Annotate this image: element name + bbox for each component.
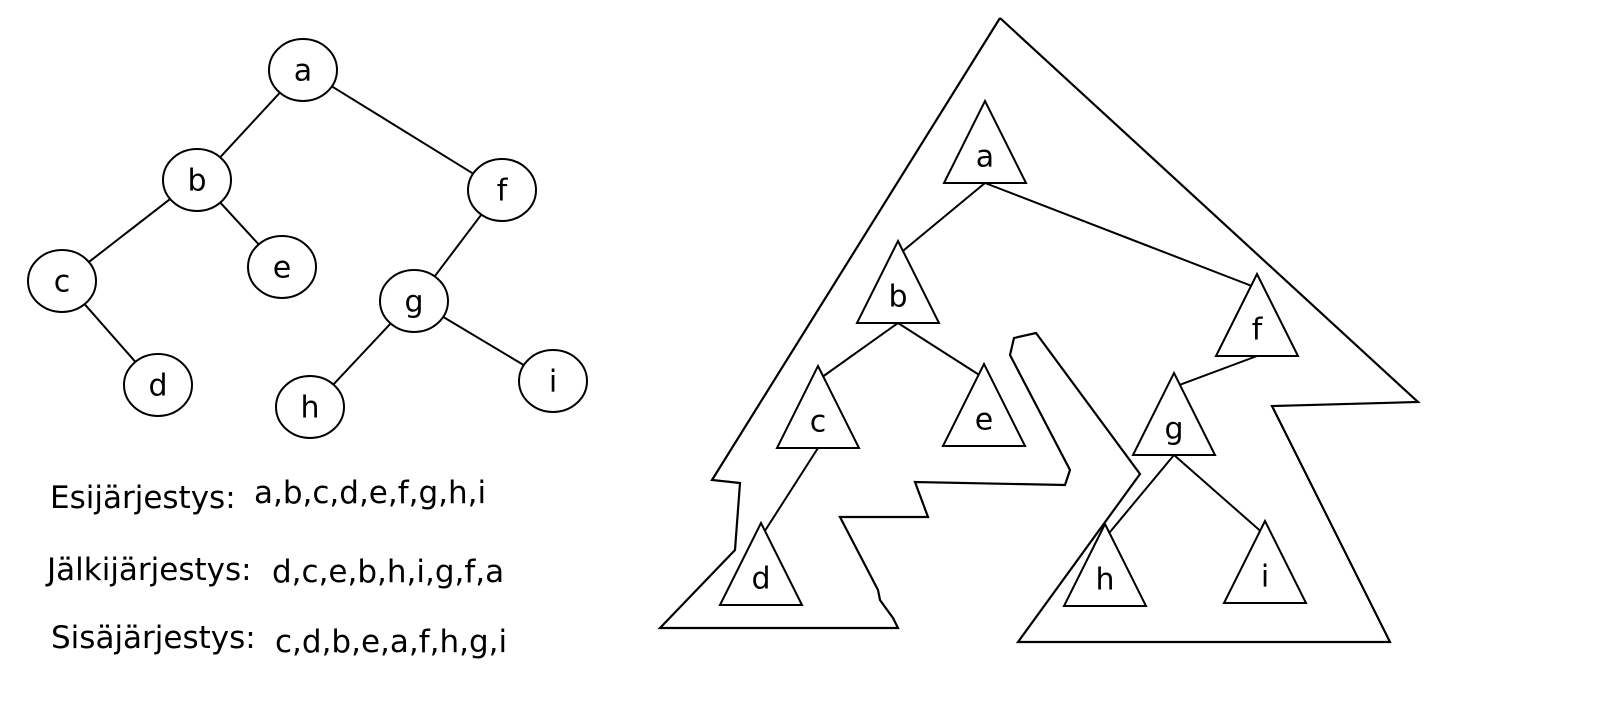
tree-node-h: h [275,375,345,439]
node-label: a [976,140,994,175]
tree-node-f: f [467,158,537,222]
tree-edge-a-f [327,83,478,177]
triangle-edge-c-d [760,447,819,538]
triangle-edge-g-i [1173,454,1266,536]
node-circle [247,235,317,299]
node-circle [123,353,193,417]
tree-node-e: e [247,235,317,299]
node-circle [268,38,338,102]
tree-edge-b-c [85,195,174,266]
tree-edge-b-e [216,199,263,248]
tree-node-b: b [162,148,232,212]
triangle-node-a: a [942,98,1028,184]
node-label: b [888,280,907,315]
tree-edge-f-g [431,210,485,281]
node-label: c [810,405,827,440]
node-label: i [549,365,557,400]
tree-edge-g-i [439,313,528,369]
triangle-node-b: b [855,238,941,324]
traversal-list: Esijärjestys: a,b,c,d,e,f,g,h,iJälkijärje… [45,475,507,660]
tree-node-i: i [518,349,588,413]
node-label: d [751,562,770,597]
triangle-tree: a b c d e f g h i [657,17,1421,644]
node-triangle [941,361,1027,447]
node-triangle [1214,271,1300,357]
traversal-row: Sisäjärjestys: c,d,b,e,a,f,h,g,i [51,620,507,660]
triangle-edge-g-h [1104,454,1175,539]
node-triangle [1131,370,1217,456]
node-label: b [187,164,206,199]
node-label: g [404,285,423,320]
tree-node-c: c [27,249,97,313]
node-triangle [855,238,941,324]
triangle-node-g: g [1131,370,1217,456]
triangle-edge-a-f [984,182,1258,289]
node-label: h [1095,563,1114,598]
triangle-edge-b-c [817,322,899,381]
traversal-row: Esijärjestys: a,b,c,d,e,f,g,h,i [50,475,486,516]
node-triangle [775,363,861,449]
node-label: g [1164,412,1183,447]
triangle-node-c: c [775,363,861,449]
node-label: a [294,54,312,89]
triangle-node-f: f [1214,271,1300,357]
traversal-row: Jälkijärjestys: d,c,e,b,h,i,g,f,a [45,552,504,590]
node-triangle [1062,521,1148,607]
tree-node-a: a [268,38,338,102]
tree-node-g: g [379,269,449,333]
tree-edge-c-d [81,300,139,366]
triangle-node-e: e [941,361,1027,447]
node-label: d [148,369,167,404]
node-label: i [1261,560,1269,595]
node-circle [275,375,345,439]
node-label: f [497,174,509,209]
traversal-name: Jälkijärjestys: [45,552,252,588]
node-circle [467,158,537,222]
triangle-edge-a-b [897,182,986,256]
traversal-outline-path [657,17,1421,644]
traversal-name: Esijärjestys: [50,480,236,516]
node-triangle [1222,518,1308,604]
node-label: e [975,403,993,438]
triangle-node-d: d [718,520,804,606]
node-label: h [300,391,319,426]
node-label: e [273,251,291,286]
triangle-edge-b-e [897,322,985,379]
circle-tree: a b c d e f g h i [27,38,588,439]
traversal-order: a,b,c,d,e,f,g,h,i [254,475,486,511]
node-circle [518,349,588,413]
node-label: c [54,265,71,300]
tree-edge-a-b [216,89,284,161]
triangle-node-h: h [1062,521,1148,607]
node-triangle [718,520,804,606]
node-circle [27,249,97,313]
tree-node-d: d [123,353,193,417]
node-label: f [1252,313,1264,348]
tree-edge-g-h [330,319,394,389]
traversal-order: c,d,b,e,a,f,h,g,i [275,624,507,660]
node-triangle [942,98,1028,184]
node-circle [162,148,232,212]
node-circle [379,269,449,333]
triangle-edge-f-g [1173,355,1258,388]
triangle-node-i: i [1222,518,1308,604]
traversal-name: Sisäjärjestys: [51,620,256,656]
traversal-order: d,c,e,b,h,i,g,f,a [272,554,504,590]
